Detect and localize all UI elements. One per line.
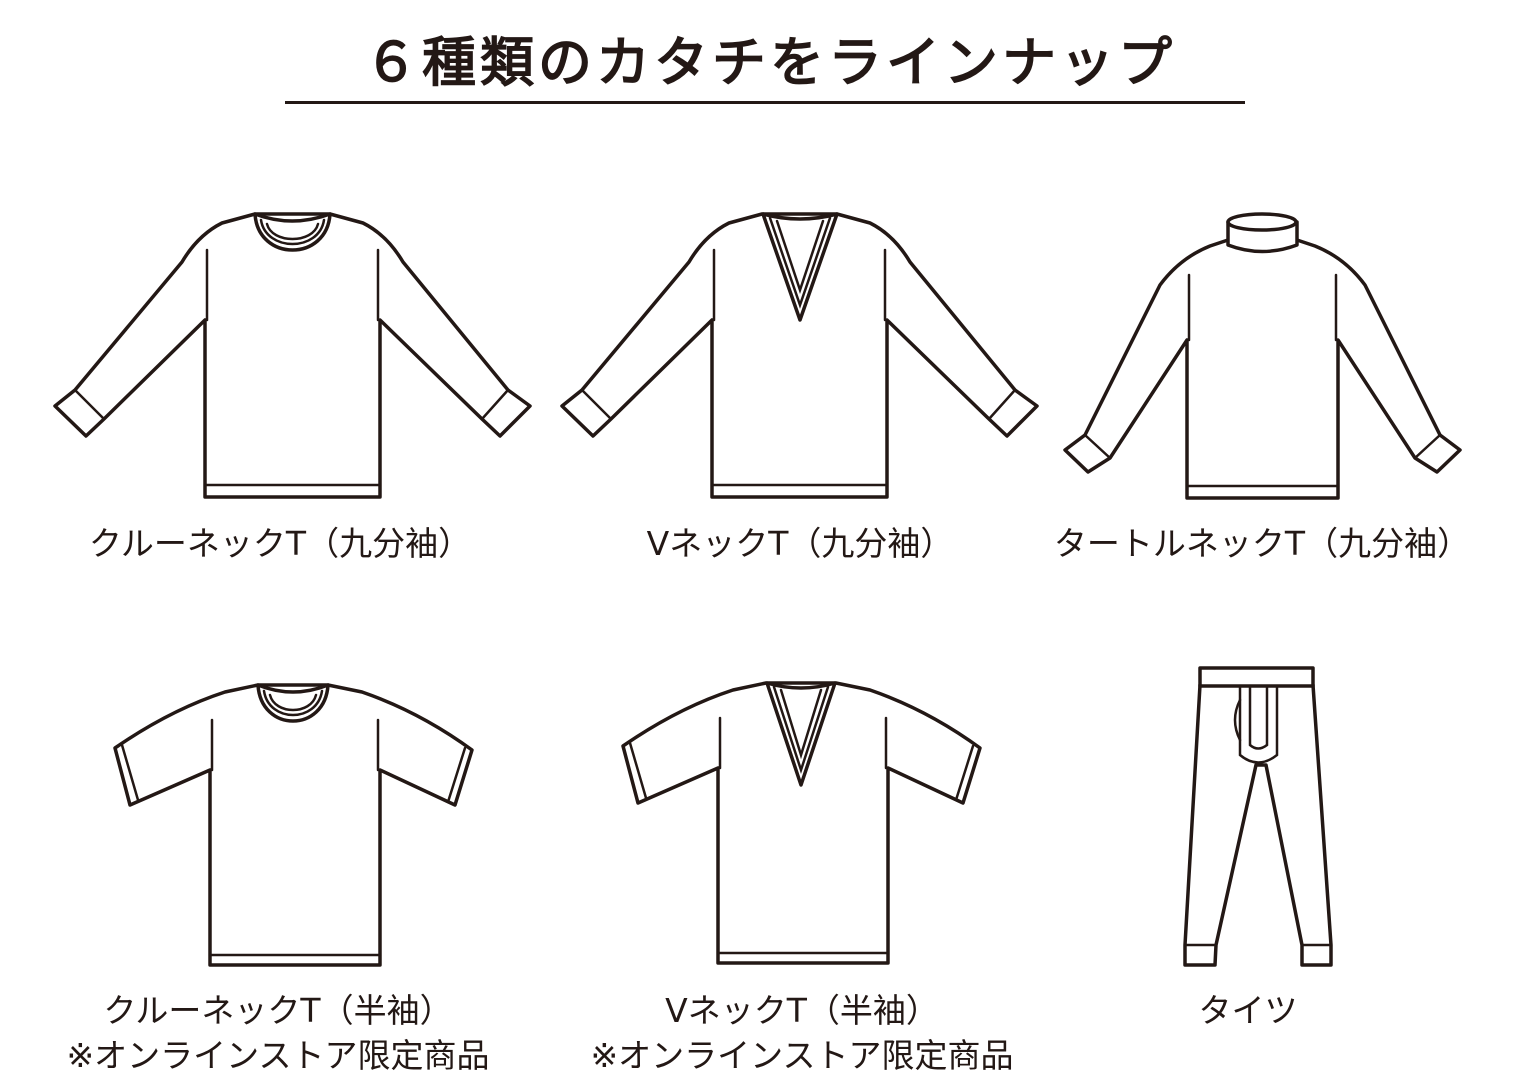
- v-neck-short-sleeve-illustration: [621, 681, 982, 965]
- title-underline: [285, 101, 1245, 104]
- v-neck-long-sleeve-illustration: [560, 212, 1039, 499]
- item-note: ※オンラインストア限定商品: [591, 1036, 1014, 1075]
- item-label: VネックT（半袖）: [665, 991, 939, 1030]
- item-note: ※オンラインストア限定商品: [67, 1036, 490, 1075]
- item-label: クルーネックT（九分袖）: [89, 524, 471, 563]
- item-label: VネックT（九分袖）: [647, 524, 954, 563]
- tights-illustration: [1183, 666, 1333, 967]
- page-title: ６種類のカタチをラインナップ: [364, 31, 1176, 94]
- crew-neck-short-sleeve-illustration: [113, 683, 474, 967]
- item-label: クルーネックT（半袖）: [103, 991, 452, 1030]
- turtleneck-long-sleeve-illustration: [1063, 212, 1462, 500]
- crew-neck-long-sleeve-illustration: [53, 212, 532, 499]
- item-label: タートルネックT（九分袖）: [1054, 524, 1470, 563]
- item-label: タイツ: [1199, 991, 1298, 1030]
